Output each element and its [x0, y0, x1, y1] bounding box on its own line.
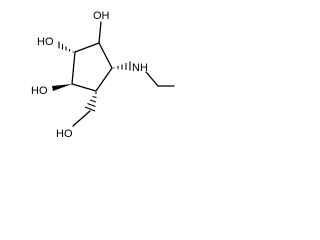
bond-ring-c1-c2 — [74, 42, 100, 53]
bond-ring-c4-c5 — [71, 83, 97, 92]
label-ho-hydroxymethyl: HO — [56, 128, 73, 140]
bond-ring-c5-c1 — [71, 51, 76, 85]
bond-c2-oh-top — [98, 21, 102, 44]
wedge-bond-c5-ho-bottom-left — [52, 84, 72, 91]
molecule-structure: OH HO HO NH HO — [31, 10, 175, 140]
label-ho-bottom-left: HO — [31, 85, 48, 97]
label-oh-top: OH — [93, 10, 110, 22]
hashed-bond-c4-ch2 — [84, 92, 97, 112]
label-nh: NH — [132, 62, 148, 74]
bond-ring-c3-c4 — [95, 67, 113, 92]
hashed-bond-c1-ho-left — [58, 41, 74, 53]
bond-nh-ch2 — [145, 71, 159, 87]
hashed-bond-c3-nh — [113, 61, 131, 71]
label-ho-left: HO — [37, 36, 54, 48]
bond-ring-c2-c3 — [98, 42, 113, 69]
bond-ch2-oh — [72, 110, 91, 127]
